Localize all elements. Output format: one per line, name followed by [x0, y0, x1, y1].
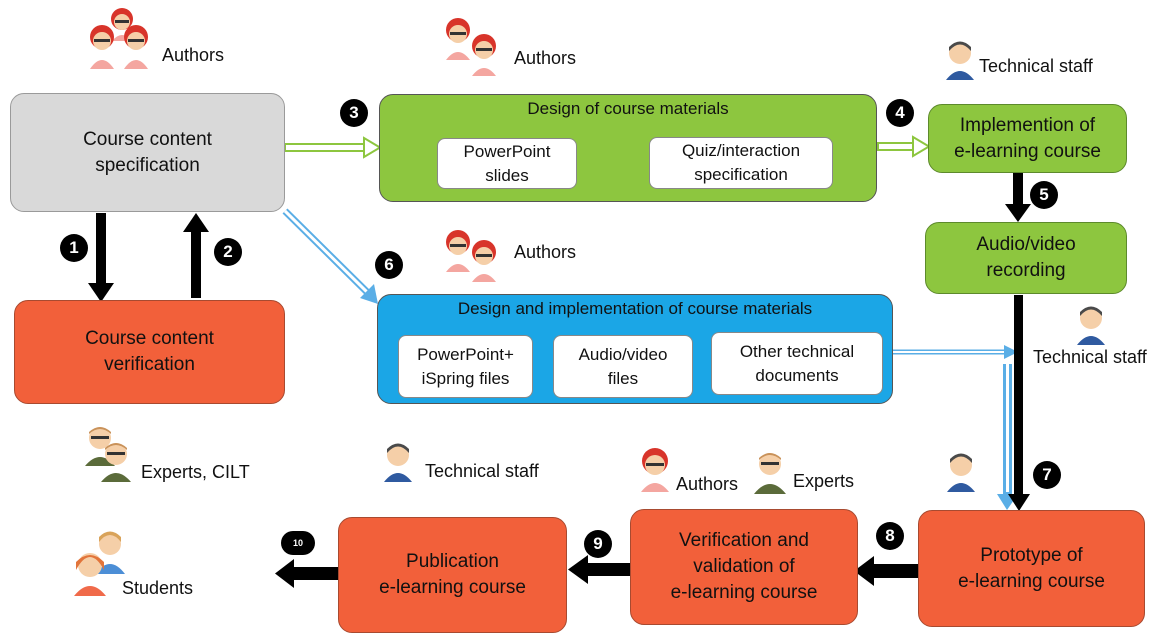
role-label-experts: Experts [793, 471, 855, 491]
arrow-impl-to-tech [893, 345, 1018, 359]
female-author-icon [446, 18, 496, 76]
expert-icon [754, 453, 786, 494]
step-badge-8: 8 [876, 522, 904, 550]
expert-icon [85, 427, 131, 482]
female-author-icon [446, 230, 496, 282]
audio-video-files-box: Audio/video files [553, 335, 693, 398]
arrow-step-1 [88, 213, 114, 302]
verification-validation-box: Verification and validation of e-learnin… [630, 509, 858, 625]
design-group-title: Design of course materials [527, 99, 729, 118]
course-content-verification-box: Course content verification [14, 300, 285, 404]
powerpoint-ispring-box: PowerPoint+ iSpring files [398, 335, 533, 398]
powerpoint-slides-box: PowerPoint slides [437, 138, 577, 189]
arrow-step-8 [854, 556, 918, 586]
step-badge-2: 2 [214, 238, 242, 266]
step-badge-5: 5 [1030, 181, 1058, 209]
role-label-students: Students [122, 578, 194, 598]
arrow-step-10 [275, 559, 338, 588]
role-label-authors: Authors [162, 45, 225, 65]
role-label-technical-staff: Technical staff [425, 461, 539, 481]
role-label-authors: Authors [514, 242, 577, 262]
quiz-interaction-spec-box: Quiz/interaction specification [649, 137, 833, 189]
design-and-implementation-group: Design and implementation of course mate… [377, 294, 893, 404]
step-badge-1: 1 [60, 234, 88, 262]
arrow-step-7 [1008, 295, 1030, 511]
role-label-experts-cilt: Experts, CILT [141, 462, 250, 482]
role-label-technical-staff: Technical staff [979, 56, 1093, 76]
arrow-step-4 [877, 135, 931, 158]
step-badge-6: 6 [375, 251, 403, 279]
step-badge-3: 3 [340, 99, 368, 127]
publication-box: Publication e-learning course [338, 517, 567, 633]
impl-group-title: Design and implementation of course mate… [457, 299, 813, 318]
technical-staff-icon [1077, 306, 1105, 345]
step-badge-9: 9 [584, 530, 612, 558]
role-label-authors: Authors [676, 474, 739, 494]
technical-staff-icon [947, 453, 975, 492]
arrow-step-9 [568, 555, 630, 584]
technical-staff-icon [946, 41, 974, 80]
arrow-step-3 [284, 136, 382, 159]
step-badge-7: 7 [1033, 461, 1061, 489]
student-icon [74, 531, 125, 596]
course-content-specification-box: Course content specification [10, 93, 285, 212]
role-label-technical-staff: Technical staff [1033, 347, 1147, 367]
arrow-step-2 [183, 213, 209, 298]
implementation-box: Implemention of e-learning course [928, 104, 1127, 173]
other-technical-documents-box: Other technical documents [711, 332, 883, 395]
female-author-icon [90, 8, 148, 69]
role-label-authors: Authors [514, 48, 577, 68]
design-of-course-materials-group: Design of course materials PowerPoint sl… [379, 94, 877, 202]
arrow-step-5 [1005, 172, 1031, 222]
prototype-box: Prototype of e-learning course [918, 510, 1145, 627]
technical-staff-icon [384, 443, 412, 482]
audio-video-recording-box: Audio/video recording [925, 222, 1127, 294]
step-badge-4: 4 [886, 99, 914, 127]
arrow-step-6 [282, 208, 378, 304]
female-author-icon [641, 448, 669, 492]
step-badge-10: 10 [281, 531, 315, 555]
